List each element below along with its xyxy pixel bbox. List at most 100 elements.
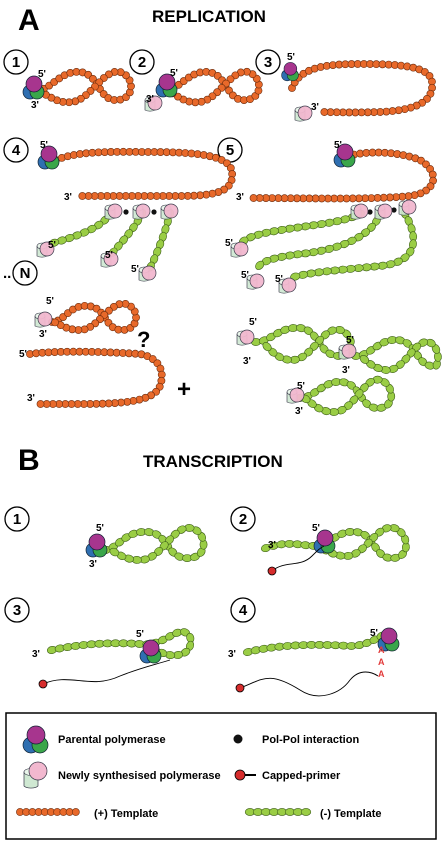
parental-polymerase-b2: [313, 529, 336, 554]
svg-text:5': 5': [96, 523, 104, 534]
step-badge-b4: 4: [230, 597, 256, 623]
step-badge-b1: 1: [4, 506, 30, 532]
legend-new-polymerase-icon: [23, 761, 48, 789]
svg-text:5': 5': [38, 69, 46, 80]
new-polymerase-a5f: [278, 277, 297, 294]
svg-text:3': 3': [39, 329, 47, 340]
svg-text:5': 5': [105, 250, 113, 261]
svg-text:1: 1: [12, 54, 20, 71]
svg-text:2: 2: [239, 511, 247, 528]
svg-text:3: 3: [13, 602, 21, 619]
svg-text:3': 3': [31, 100, 39, 111]
step-badge-b3: 3: [4, 597, 30, 623]
parental-polymerase-b4: [377, 627, 400, 652]
plus-template-a4: [52, 147, 237, 200]
svg-text:3': 3': [146, 94, 154, 105]
new-polymerase-a4e: [100, 251, 119, 268]
ellipsis: ..: [3, 265, 11, 282]
svg-text:5': 5': [370, 628, 378, 639]
svg-text:4: 4: [12, 142, 21, 159]
step-badge-aN: N: [12, 260, 38, 286]
capped-primer-icon: [234, 769, 256, 781]
panel-b-title: TRANSCRIPTION: [143, 452, 283, 471]
new-polymerase-aN1: [236, 329, 255, 346]
minus-template-aN3: [294, 375, 396, 416]
new-polymerase-aN3: [286, 387, 305, 404]
new-polymerase-a4d: [36, 241, 55, 258]
plus-template-a3: [288, 60, 436, 117]
parental-polymerase-b1: [85, 533, 108, 558]
svg-text:3': 3': [89, 559, 97, 570]
svg-text:A: A: [378, 645, 385, 655]
legend-interaction-label: Pol-Pol interaction: [262, 734, 359, 746]
capped-primer-b4: [235, 683, 245, 693]
svg-text:1: 1: [13, 511, 21, 528]
svg-text:5': 5': [46, 296, 54, 307]
legend-minus-template-icon: [244, 808, 312, 816]
legend-box: [5, 712, 437, 840]
new-polymerase-a4f: [138, 265, 157, 282]
new-polymerase-a5d: [230, 241, 249, 258]
minus-strand-a5b: [255, 209, 385, 270]
svg-text:3': 3': [228, 649, 236, 660]
new-polymerase-aN: [34, 311, 53, 328]
step-badge-a1: 1: [3, 49, 29, 75]
svg-text:5': 5': [40, 140, 48, 151]
svg-text:5': 5': [334, 140, 342, 151]
legend-capped-label: Capped-primer: [262, 770, 341, 782]
new-polymerase-a4b: [132, 203, 151, 220]
new-polymerase-a5e: [246, 273, 265, 290]
step-badge-a4: 4: [3, 137, 29, 163]
minus-template-b4: [242, 631, 387, 656]
panel-b-letter: B: [18, 444, 40, 477]
svg-text:5': 5': [275, 274, 283, 285]
svg-text:5': 5': [48, 240, 56, 251]
svg-text:5': 5': [297, 381, 305, 392]
new-polymerase-a5b: [374, 203, 393, 220]
new-polymerase-aN2: [338, 343, 357, 360]
svg-text:5': 5': [19, 349, 27, 360]
new-polymerase-a3: [294, 105, 313, 122]
svg-text:5': 5': [346, 335, 354, 346]
svg-text:2: 2: [138, 54, 146, 71]
new-polymerase-a4c: [160, 203, 179, 220]
minus-template-b1: [100, 524, 208, 564]
svg-text:5': 5': [249, 317, 257, 328]
panel-a-letter: A: [18, 4, 40, 37]
svg-text:A: A: [378, 657, 385, 667]
pol-pol-interaction-icon: [233, 734, 243, 744]
svg-text:5': 5': [287, 52, 295, 63]
legend-plus-label: (+) Template: [94, 808, 158, 820]
plus-template-aN1: [48, 299, 140, 334]
end-labels: 5' 3' 5' 3' 5' 3' 5' 3' 5' 5' 5' 5' 3' 5…: [19, 52, 378, 660]
plus-sign: +: [177, 376, 191, 403]
svg-text:N: N: [20, 265, 31, 282]
svg-text:3': 3': [236, 192, 244, 203]
svg-text:5': 5': [170, 68, 178, 79]
legend-minus-label: (-) Template: [320, 808, 382, 820]
new-polymerase-a5a: [350, 203, 369, 220]
parental-polymerase-a4: [37, 145, 60, 170]
parental-polymerase-a1: [22, 75, 45, 100]
legend-parental-label: Parental polymerase: [58, 734, 166, 746]
svg-text:3': 3': [64, 192, 72, 203]
legend-icons: [16, 725, 312, 816]
question-mark: ?: [137, 327, 150, 352]
svg-text:3': 3': [243, 356, 251, 367]
step-badge-b2: 2: [230, 506, 256, 532]
minus-template-aN2: [350, 336, 442, 374]
capped-primer-b3: [38, 679, 48, 689]
new-polymerase-a2: [144, 95, 163, 112]
parental-polymerase-b3: [139, 639, 162, 664]
new-polymerase-a5c: [398, 199, 417, 216]
svg-text:5': 5': [131, 264, 139, 275]
poly-a-tail: A A A: [378, 645, 385, 679]
svg-text:5': 5': [312, 523, 320, 534]
step-badge-a3: 3: [255, 49, 281, 75]
svg-text:4: 4: [239, 602, 248, 619]
capped-primer-b2: [267, 566, 277, 576]
plus-template-a5: [249, 148, 437, 203]
svg-text:5': 5': [241, 270, 249, 281]
legend-parental-icon: [22, 725, 49, 754]
